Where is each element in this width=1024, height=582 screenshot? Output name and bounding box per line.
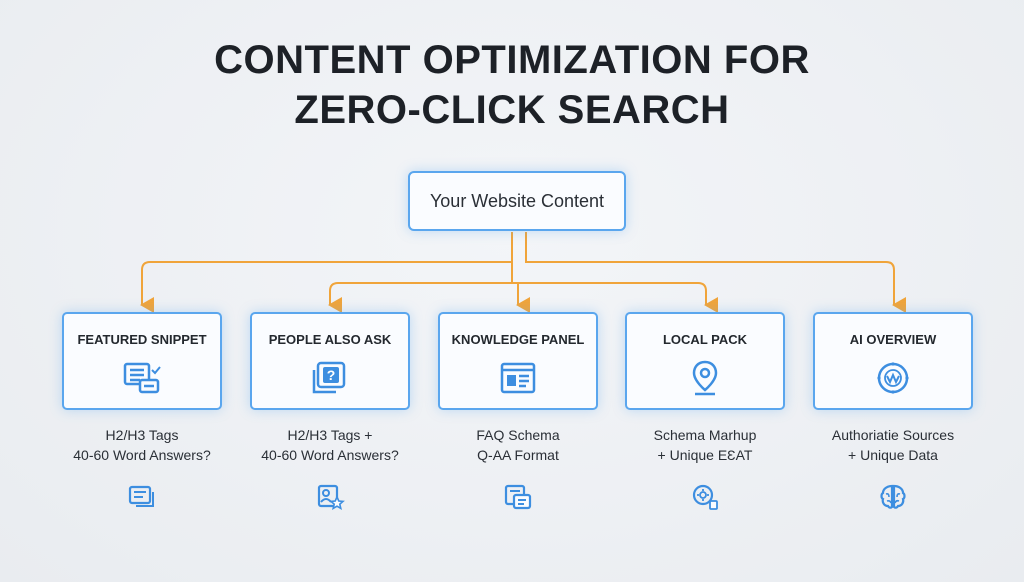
card-knowledge-panel: KNOWLEDGE PANEL [438,312,598,410]
description-featured-snippet: H2/H3 Tags 40-60 Word Answers? [52,425,232,465]
map-pin-icon [692,360,718,396]
description-line-2: + Unique EƐAT [657,447,753,463]
page-title-line-1: CONTENT OPTIMIZATION FOR [214,38,810,82]
description-people-also-ask: H2/H3 Tags + 40-60 Word Answers? [240,425,420,465]
description-line-2: 40-60 Word Answers? [261,447,399,463]
description-line-1: H2/H3 Tags [105,427,179,443]
card-ai-overview: AI OVERVIEW [813,312,973,410]
search-gear-icon [692,484,718,510]
card-title: AI OVERVIEW [849,332,937,347]
root-node: Your Website Content [408,171,626,231]
connector-ai-overview [525,232,906,313]
card-local-pack: LOCAL PACK [625,312,785,410]
brain-icon [880,484,906,509]
message-icon [128,485,154,507]
description-line-1: H2/H3 Tags + [287,427,373,443]
description-line-1: Authoriatie Sources [831,427,955,443]
description-line-2: 40-60 Word Answers? [73,447,211,463]
card-people-also-ask: PEOPLE ALSO ASK ? [250,312,410,410]
description-knowledge-panel: FAQ Schema Q-AA Format [428,425,608,465]
question-box-icon: ? [312,361,346,394]
connector-people-also-ask [328,282,512,313]
profile-star-icon [317,484,345,511]
svg-text:?: ? [327,367,336,383]
card-title: LOCAL PACK [662,332,748,347]
description-line-1: FAQ Schema [476,427,560,443]
root-node-label: Your Website Content [429,190,605,211]
browser-panel-icon [500,362,536,394]
ai-circle-icon [877,362,909,394]
description-line-2: + Unique Data [848,447,938,463]
card-title: PEOPLE ALSO ASK [268,332,392,347]
description-line-1: Schema Marhup [653,427,757,443]
description-ai-overview: Authoriatie Sources + Unique Data [803,425,983,465]
card-featured-snippet: FEATURED SNIPPET [62,312,222,410]
page-title-line-2: ZERO-CLICK SEARCH [294,88,730,132]
connector-local-pack [511,262,718,313]
card-title: FEATURED SNIPPET [77,332,207,347]
snippet-list-icon [123,362,161,394]
connector-featured-snippet [140,232,513,313]
card-title: KNOWLEDGE PANEL [451,332,585,347]
description-line-2: Q-AA Format [477,447,559,463]
description-local-pack: Schema Marhup + Unique EƐAT [615,425,795,465]
documents-icon [504,484,532,510]
